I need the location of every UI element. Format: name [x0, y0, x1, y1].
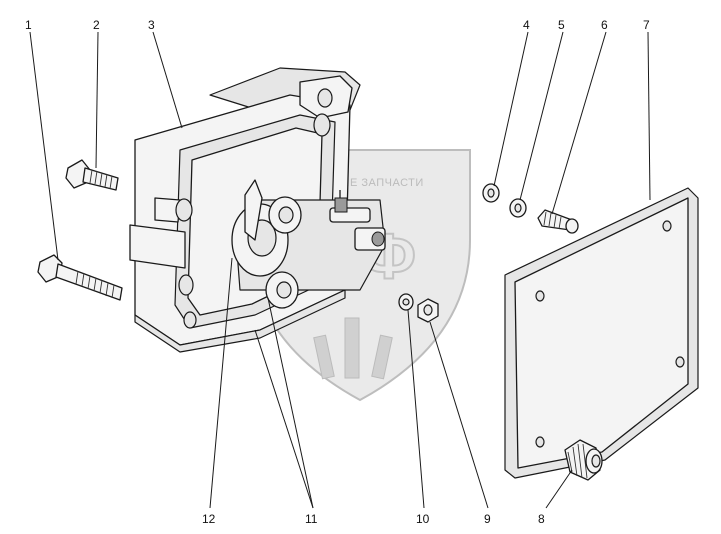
callout-1: 1	[25, 18, 32, 32]
gland-part-8	[564, 439, 603, 481]
screw-part-2	[65, 159, 119, 191]
callout-9: 9	[484, 512, 491, 526]
terminal-block-parts-11-12	[231, 179, 386, 309]
cover-plate-part-7	[504, 187, 699, 479]
watermark-wheat-icon	[313, 317, 393, 380]
screw-part-6	[537, 209, 579, 234]
callout-6: 6	[601, 18, 608, 32]
washer-part-10	[398, 293, 414, 311]
callout-12: 12	[202, 512, 216, 526]
callout-3: 3	[148, 18, 155, 32]
callout-11: 11	[305, 512, 318, 526]
leader-lines	[29, 31, 651, 509]
callout-7: 7	[643, 18, 650, 32]
callout-10: 10	[416, 512, 430, 526]
bolt-part-1	[37, 254, 123, 301]
callout-4: 4	[523, 18, 530, 32]
callout-8: 8	[538, 512, 545, 526]
washer-part-5	[509, 198, 527, 218]
callout-2: 2	[93, 18, 100, 32]
washer-part-4	[482, 183, 500, 203]
callouts: 1 2 3 4 5 6 7 8 9 10 11 12	[25, 18, 650, 526]
callout-5: 5	[558, 18, 565, 32]
nut-part-9	[417, 298, 439, 323]
